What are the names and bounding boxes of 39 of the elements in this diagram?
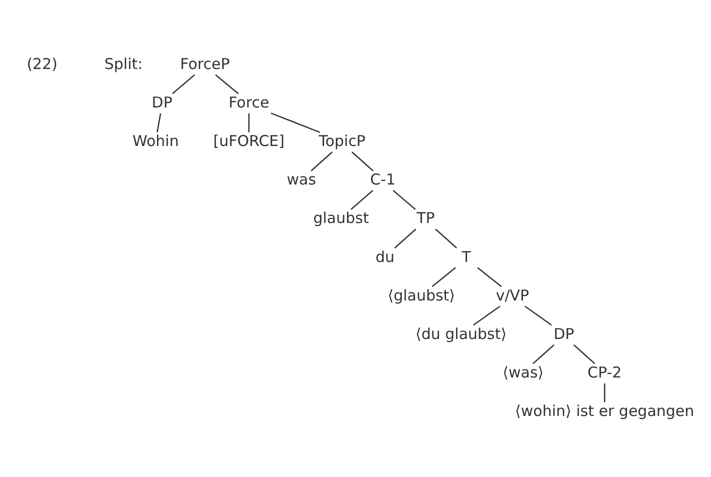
connector: [532, 344, 554, 364]
node-text: glaubst: [313, 209, 369, 228]
connector: [524, 306, 552, 326]
connector: [248, 113, 250, 132]
connector: [432, 267, 456, 288]
connector: [604, 383, 606, 402]
node-text: CP-2: [588, 363, 622, 382]
label: (22): [26, 54, 58, 73]
node-text: TP: [416, 209, 435, 228]
node-text: ⟨glaubst⟩: [388, 286, 456, 304]
connector: [270, 112, 320, 133]
connector: [435, 228, 458, 248]
node-text: du: [375, 248, 394, 266]
node-text: DP: [554, 324, 574, 343]
connector: [394, 228, 416, 248]
connector: [473, 306, 500, 326]
connector: [156, 113, 162, 132]
connector: [350, 190, 374, 210]
connector: [172, 74, 196, 94]
node-text: DP: [152, 93, 172, 112]
node-text: ⟨du glaubst⟩: [415, 324, 507, 343]
node-text: ForceP: [180, 54, 230, 73]
connector: [477, 267, 502, 288]
node-text: Wohin: [132, 132, 179, 150]
node-text: ⟨wohin⟩ ist er gegangen: [515, 402, 694, 420]
node-text: was: [286, 170, 316, 189]
node-text: [uFORCE]: [213, 132, 285, 150]
connector: [573, 344, 596, 364]
node-text: TopicP: [318, 132, 366, 150]
node-text: v/VP: [496, 286, 530, 304]
label: Split:: [104, 54, 143, 73]
connector: [392, 190, 416, 210]
connector: [215, 74, 239, 94]
connector: [310, 151, 333, 172]
node-text: C-1: [370, 170, 396, 189]
node-text: T: [462, 248, 471, 266]
node-text: Force: [228, 93, 270, 112]
connector: [352, 151, 374, 172]
node-text: ⟨was⟩: [502, 363, 544, 382]
